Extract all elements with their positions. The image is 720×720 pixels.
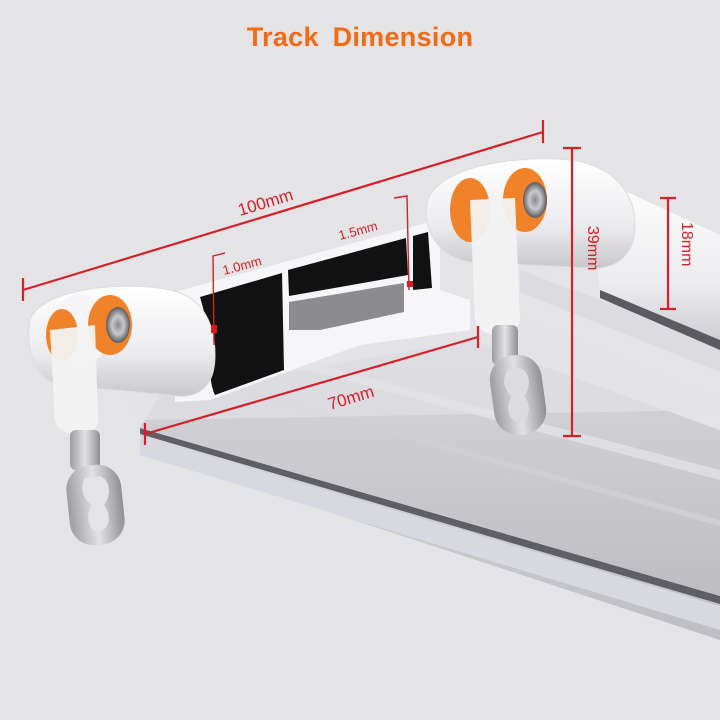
- left-roller-runner: [28, 285, 216, 546]
- track-profile-cross-section: [175, 222, 470, 402]
- dimension-line-70mm: [144, 335, 479, 436]
- profile-cavity-top: [288, 238, 408, 296]
- right-hook-icon: [489, 325, 547, 436]
- left-hook-icon: [66, 430, 125, 546]
- label-18mm: 18mm: [678, 222, 695, 266]
- dimension-annotations: [21, 120, 676, 445]
- profile-cavity-left: [200, 273, 284, 395]
- right-roller-runner: [425, 158, 636, 436]
- label-39mm: 39mm: [584, 226, 601, 270]
- track-body: [110, 175, 720, 640]
- profile-insert: [289, 283, 404, 330]
- leader-1-0mm: [212, 252, 226, 346]
- label-100mm: 100mm: [236, 185, 296, 220]
- image-title: Track Dimension: [246, 22, 474, 52]
- leader-1-5mm: [393, 195, 410, 291]
- dimension-line-100mm: [22, 130, 544, 292]
